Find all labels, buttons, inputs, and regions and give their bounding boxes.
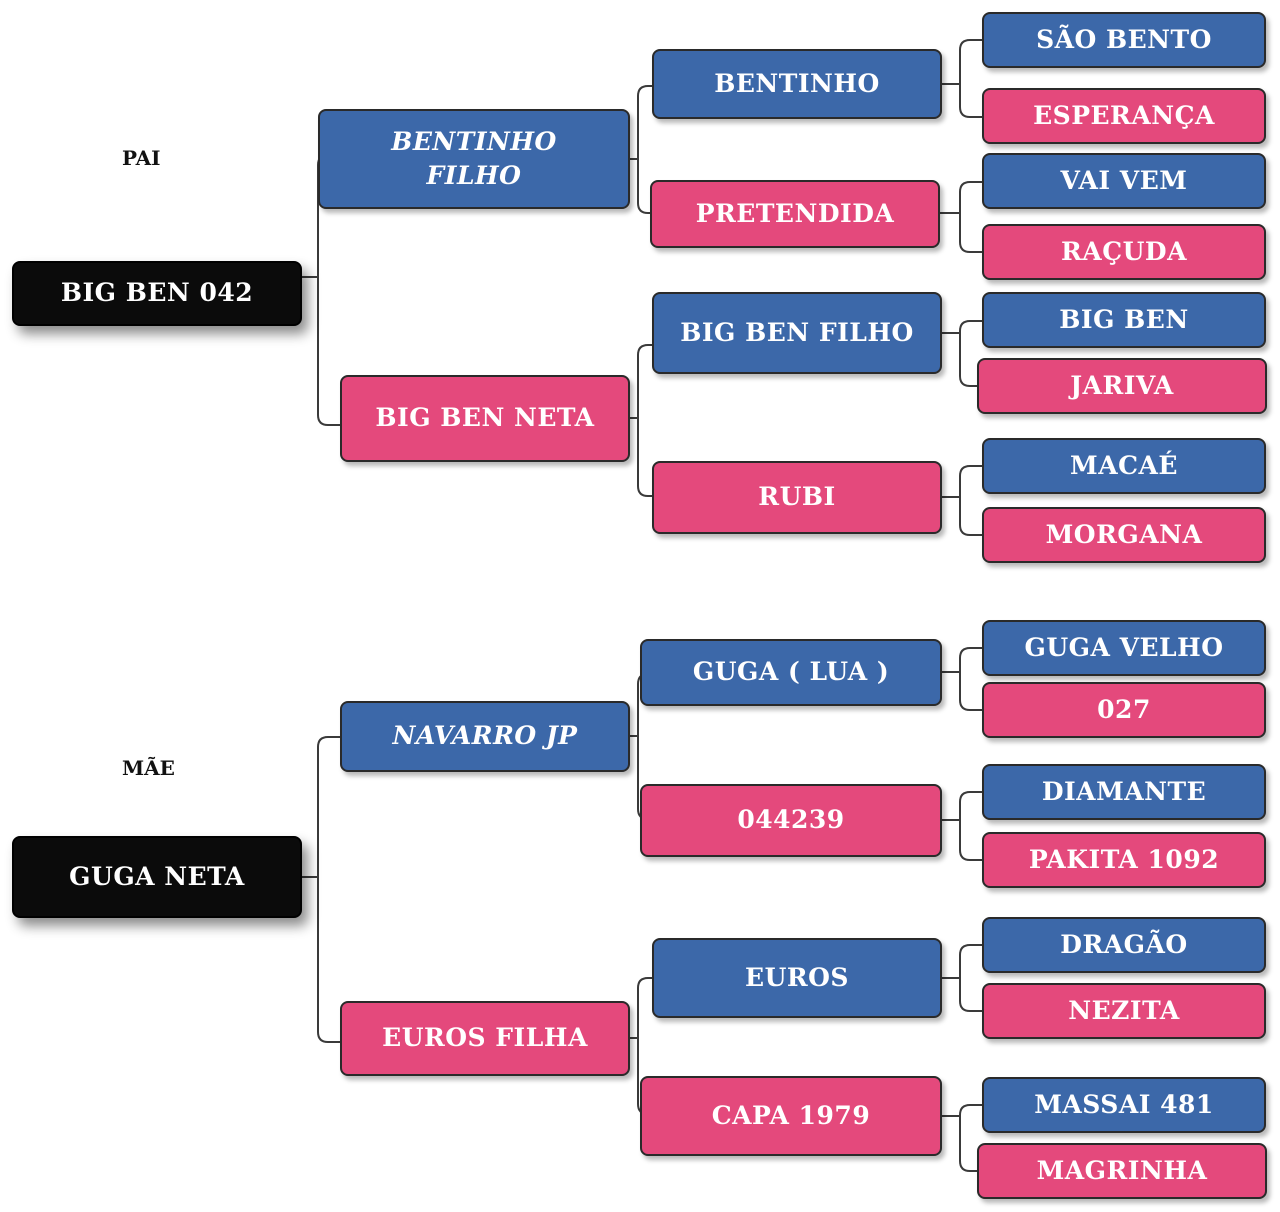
- pai-sire-dam-node[interactable]: PRETENDIDA: [650, 180, 940, 248]
- mae-g3-node[interactable]: NEZITA: [982, 983, 1266, 1039]
- pai-dam-dam-node[interactable]: RUBI: [652, 461, 942, 534]
- pai-g3-node[interactable]: BIG BEN: [982, 292, 1266, 348]
- mae-root-connector: [302, 736, 340, 1043]
- mae-dam-node[interactable]: EUROS FILHA: [340, 1001, 630, 1076]
- mae-sire-dam-node[interactable]: 044239: [640, 784, 942, 857]
- mae-root-node[interactable]: GUGA NETA: [12, 836, 302, 918]
- pai-sire-sire-node[interactable]: BENTINHO: [652, 49, 942, 119]
- mae-sire-sire-node[interactable]: GUGA ( LUA ): [640, 639, 942, 706]
- mae-label: MÃE: [122, 756, 175, 780]
- mae-g3-node[interactable]: MAGRINHA: [977, 1143, 1267, 1199]
- pai-label: PAI: [122, 146, 161, 170]
- mae-dam-dam-connector: [942, 1104, 982, 1172]
- pai-sire-sire-connector: [942, 39, 982, 118]
- mae-g3-node[interactable]: MASSAI 481: [982, 1077, 1266, 1133]
- mae-g3-node[interactable]: DRAGÃO: [982, 917, 1266, 973]
- pai-sire-node[interactable]: BENTINHO FILHO: [318, 109, 630, 209]
- pai-g3-node[interactable]: MORGANA: [982, 507, 1266, 563]
- pai-dam-sire-node[interactable]: BIG BEN FILHO: [652, 292, 942, 374]
- pai-dam-dam-connector: [942, 465, 982, 536]
- pai-root-node[interactable]: BIG BEN 042: [12, 261, 302, 326]
- mae-sire-dam-connector: [942, 791, 982, 861]
- mae-g3-node[interactable]: 027: [982, 682, 1266, 738]
- pai-g3-node[interactable]: RAÇUDA: [982, 224, 1266, 280]
- pai-sire-dam-connector: [940, 181, 982, 253]
- mae-g3-node[interactable]: GUGA VELHO: [982, 620, 1266, 676]
- pai-dam-sire-connector: [942, 320, 982, 387]
- mae-g3-node[interactable]: DIAMANTE: [982, 764, 1266, 820]
- pai-dam-node[interactable]: BIG BEN NETA: [340, 375, 630, 462]
- mae-sire-sire-connector: [942, 647, 982, 711]
- pai-g3-node[interactable]: MACAÉ: [982, 438, 1266, 494]
- mae-dam-dam-node[interactable]: CAPA 1979: [640, 1076, 942, 1156]
- pai-g3-node[interactable]: VAI VEM: [982, 153, 1266, 209]
- pai-g3-node[interactable]: ESPERANÇA: [982, 88, 1266, 144]
- pai-g3-node[interactable]: SÃO BENTO: [982, 12, 1266, 68]
- mae-dam-sire-connector: [942, 944, 982, 1012]
- mae-sire-node[interactable]: NAVARRO JP: [340, 701, 630, 772]
- mae-dam-sire-node[interactable]: EUROS: [652, 938, 942, 1018]
- pai-g3-node[interactable]: JARIVA: [977, 358, 1267, 414]
- mae-g3-node[interactable]: PAKITA 1092: [982, 832, 1266, 888]
- pai-sire-connector: [630, 85, 652, 214]
- pai-sire-label: BENTINHO FILHO: [391, 127, 557, 190]
- pai-dam-connector: [630, 344, 652, 497]
